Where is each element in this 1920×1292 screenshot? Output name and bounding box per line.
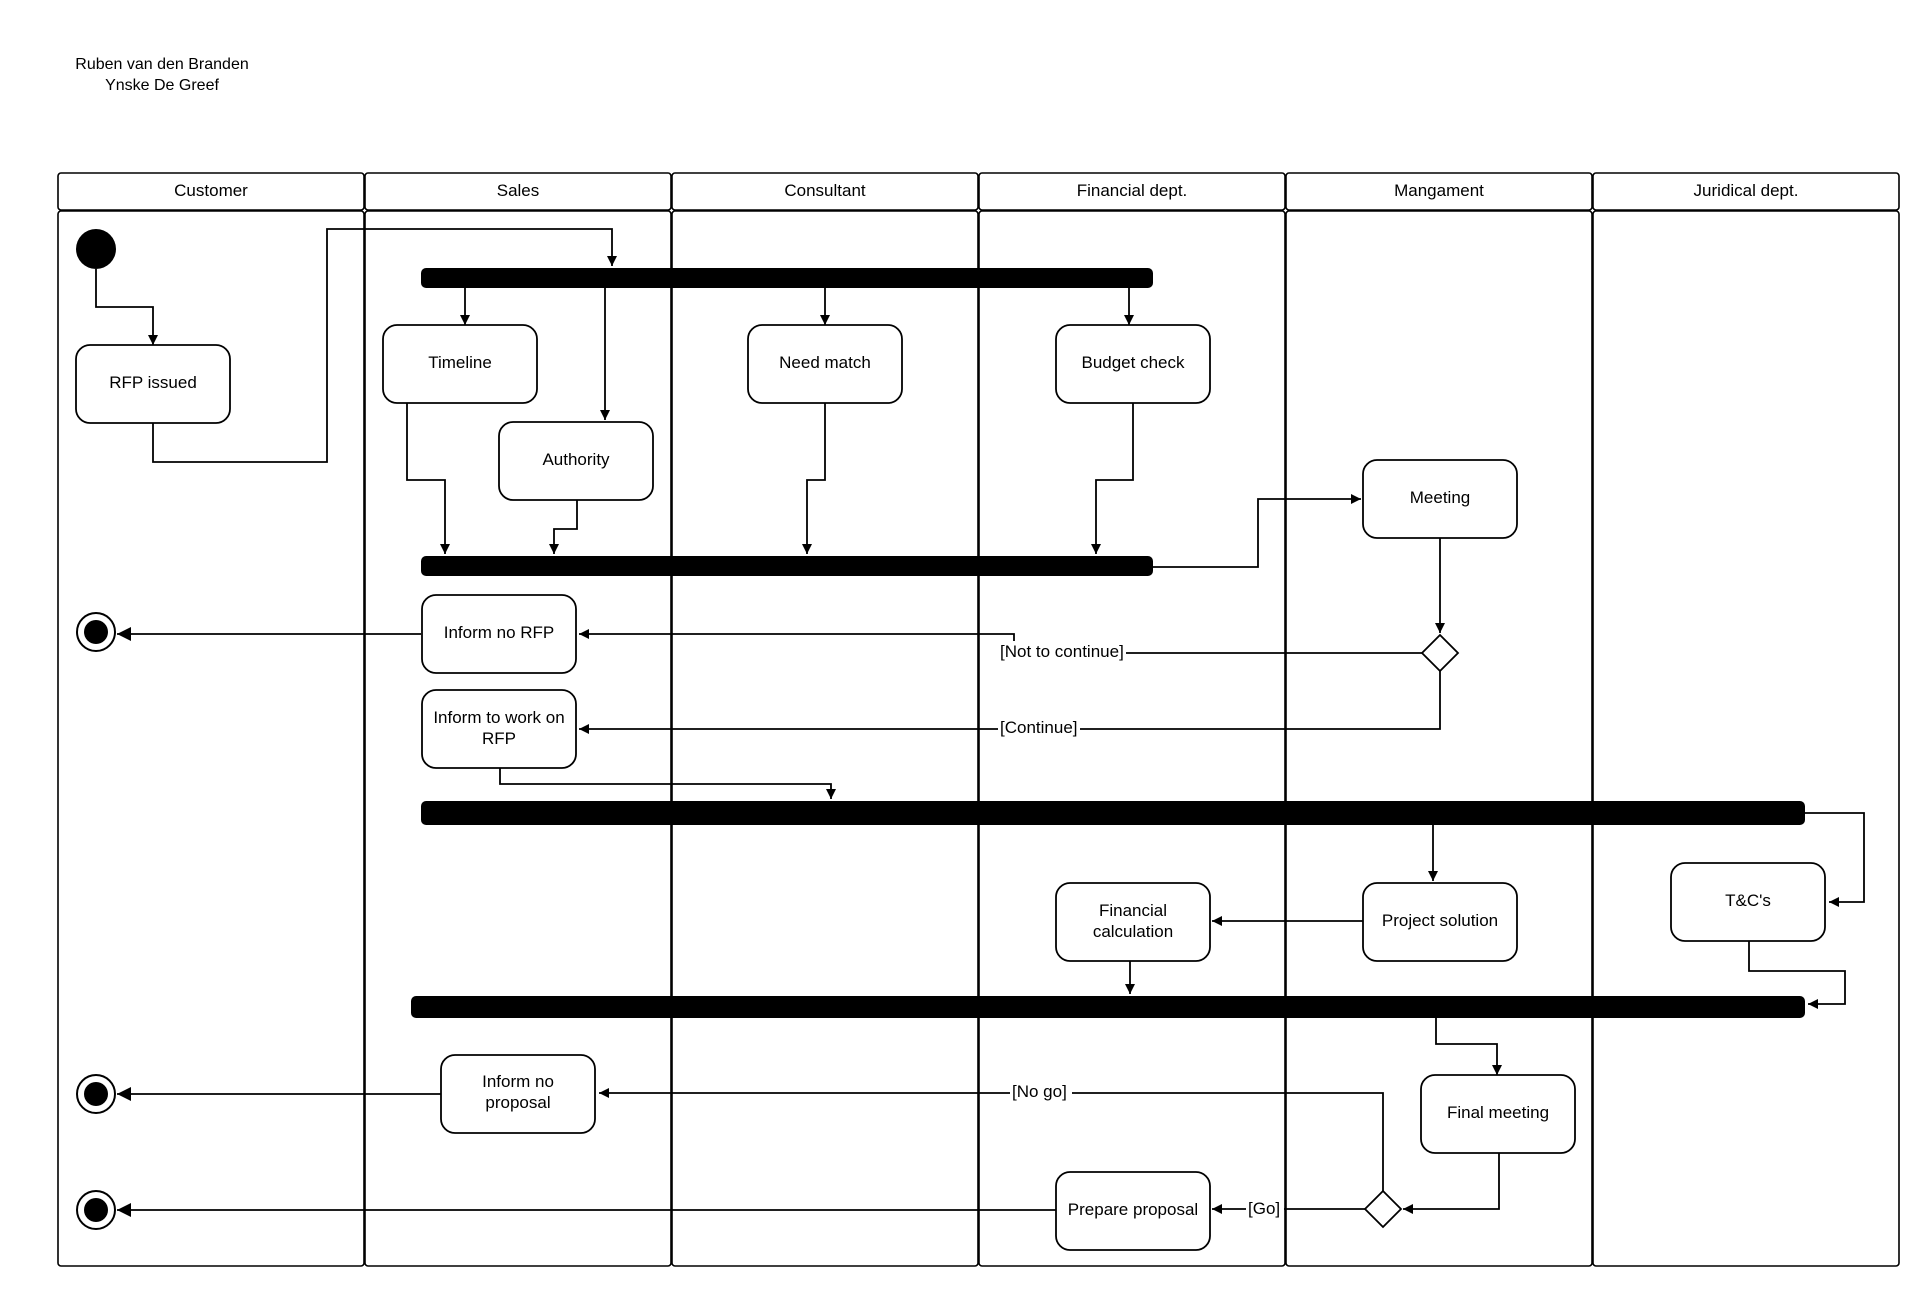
swimlanes bbox=[57, 172, 1900, 1267]
lane-title-juridical: Juridical dept. bbox=[1694, 181, 1799, 200]
fork-bar-1 bbox=[421, 268, 1153, 288]
lane-juridical bbox=[1592, 210, 1900, 1267]
lane-consultant bbox=[671, 210, 979, 1267]
initial-node bbox=[76, 229, 116, 269]
flow-join-meeting bbox=[1153, 494, 1361, 568]
guard-continue: [Continue] bbox=[1000, 718, 1078, 737]
label-meeting: Meeting bbox=[1410, 488, 1470, 507]
action-inform-work-rfp bbox=[421, 689, 577, 769]
flow-tcs-join2 bbox=[1748, 941, 1846, 1009]
label-inform-work-rfp-line1: Inform to work on bbox=[433, 708, 564, 727]
label-inform-no-rfp: Inform no RFP bbox=[444, 623, 555, 642]
label-rfp-issued: RFP issued bbox=[109, 373, 197, 392]
flow-authority-join bbox=[549, 500, 578, 554]
lane-title-management: Mangament bbox=[1394, 181, 1484, 200]
action-nodes bbox=[75, 324, 1826, 1251]
join-bar-2 bbox=[411, 996, 1805, 1018]
action-labels: RFP issued Timeline Authority Need match… bbox=[109, 353, 1771, 1219]
decision-go bbox=[1363, 1189, 1403, 1229]
label-authority: Authority bbox=[542, 450, 610, 469]
action-project-solution bbox=[1362, 882, 1518, 962]
flow-final-meeting-decision bbox=[1403, 1153, 1500, 1214]
label-prepare-proposal: Prepare proposal bbox=[1068, 1200, 1198, 1219]
action-final-meeting bbox=[1420, 1074, 1576, 1154]
final-node-2 bbox=[76, 1074, 116, 1114]
final-node-3 bbox=[76, 1190, 116, 1230]
lane-customer bbox=[57, 210, 365, 1267]
action-authority bbox=[498, 421, 654, 501]
flow-join2-final-meeting bbox=[1435, 1018, 1502, 1075]
action-timeline bbox=[382, 324, 538, 404]
label-inform-no-proposal-line2: proposal bbox=[485, 1093, 550, 1112]
guard-no-go: [No go] bbox=[1012, 1082, 1067, 1101]
label-budget-check: Budget check bbox=[1081, 353, 1185, 372]
label-inform-no-proposal-line1: Inform no bbox=[482, 1072, 554, 1091]
flow-start-rfp bbox=[95, 269, 158, 345]
lane-header-consultant bbox=[671, 172, 979, 211]
lane-titles: Customer Sales Consultant Financial dept… bbox=[174, 181, 1798, 200]
lane-title-customer: Customer bbox=[174, 181, 248, 200]
action-prepare-proposal bbox=[1055, 1171, 1211, 1251]
label-project-solution: Project solution bbox=[1382, 911, 1498, 930]
guard-not-to-continue: [Not to continue] bbox=[1000, 642, 1124, 661]
action-rfp-issued bbox=[75, 344, 231, 424]
connectors bbox=[95, 228, 1865, 1217]
lane-header-sales bbox=[364, 172, 672, 211]
flow-decision-noproposal bbox=[599, 1088, 1384, 1191]
flow-decision-workRFP bbox=[579, 671, 1441, 734]
authors-label: Ruben van den Branden Ynske De Greef bbox=[62, 54, 262, 96]
lane-header-juridical bbox=[1592, 172, 1900, 211]
label-financial-calculation-line1: Financial bbox=[1099, 901, 1167, 920]
decision-continue bbox=[1420, 633, 1460, 673]
label-inform-work-rfp-line2: RFP bbox=[482, 729, 516, 748]
flow-needmatch-join bbox=[802, 403, 826, 554]
label-need-match: Need match bbox=[779, 353, 871, 372]
flow-workRFP-fork2 bbox=[499, 768, 836, 799]
flow-fork2-tcs bbox=[1805, 812, 1865, 907]
author-2: Ynske De Greef bbox=[105, 77, 219, 94]
lane-financial bbox=[978, 210, 1286, 1267]
lane-sales bbox=[364, 210, 672, 1267]
label-financial-calculation-line2: calculation bbox=[1093, 922, 1173, 941]
sync-bars bbox=[411, 268, 1805, 1018]
decision-nodes bbox=[1363, 633, 1460, 1229]
terminal-nodes bbox=[76, 229, 116, 1230]
action-inform-no-rfp bbox=[421, 594, 577, 674]
lane-management bbox=[1285, 210, 1593, 1267]
label-tcs: T&C's bbox=[1725, 891, 1771, 910]
label-final-meeting: Final meeting bbox=[1447, 1103, 1549, 1122]
action-budget-check bbox=[1055, 324, 1211, 404]
lane-header-financial bbox=[978, 172, 1286, 211]
flow-rfp-fork bbox=[152, 228, 617, 463]
action-tcs bbox=[1670, 862, 1826, 942]
final-node-1 bbox=[76, 612, 116, 652]
lane-header-customer bbox=[57, 172, 365, 211]
flow-timeline-join bbox=[406, 403, 450, 554]
author-1: Ruben van den Branden bbox=[75, 56, 249, 73]
guard-go: [Go] bbox=[1248, 1199, 1280, 1218]
label-timeline: Timeline bbox=[428, 353, 492, 372]
lane-header-management bbox=[1285, 172, 1593, 211]
action-financial-calculation bbox=[1055, 882, 1211, 962]
lane-title-financial: Financial dept. bbox=[1077, 181, 1188, 200]
fork-bar-2 bbox=[421, 801, 1805, 825]
lane-title-sales: Sales bbox=[497, 181, 540, 200]
lane-title-consultant: Consultant bbox=[784, 181, 866, 200]
action-need-match bbox=[747, 324, 903, 404]
action-meeting bbox=[1362, 459, 1518, 539]
join-bar-1 bbox=[421, 556, 1153, 576]
action-inform-no-proposal bbox=[440, 1054, 596, 1134]
flow-budget-join bbox=[1091, 403, 1134, 554]
guard-labels: [Not to continue] [Continue] [No go] [Go… bbox=[998, 641, 1284, 1220]
